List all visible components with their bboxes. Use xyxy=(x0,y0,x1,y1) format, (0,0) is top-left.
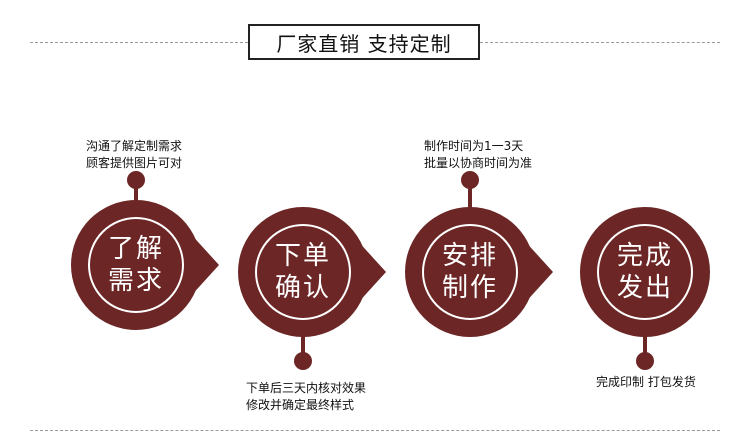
step-4-connector xyxy=(636,335,654,370)
top-right-dashed-line xyxy=(480,42,720,43)
top-left-dashed-line xyxy=(30,42,248,43)
step-2-note-line2: 修改并确定最终样式 xyxy=(246,398,355,412)
step-2-shape xyxy=(238,207,386,337)
step-1-note-line1: 沟通了解定制需求 xyxy=(86,139,183,153)
step-1-line2: 需求 xyxy=(107,266,164,296)
page-title: 厂家直销 支持定制 xyxy=(248,24,480,60)
step-3-shape xyxy=(405,207,553,337)
step-order-confirm: 下单 确认 xyxy=(238,207,386,337)
step-complete-ship: 完成 发出 xyxy=(580,207,720,337)
step-arrange-production: 安排 制作 xyxy=(405,207,553,337)
step-4-line1: 完成 xyxy=(616,241,673,271)
step-4-note: 完成印制 打包发货 xyxy=(596,374,696,391)
step-1-note-line2: 顾客提供图片可对 xyxy=(86,156,183,170)
bottom-dashed-line xyxy=(30,430,720,431)
step-2-line1: 下单 xyxy=(274,241,331,271)
step-1-note: 沟通了解定制需求 顾客提供图片可对 xyxy=(86,138,182,172)
step-1-line1: 了解 xyxy=(107,234,164,264)
step-3-note-line2: 批量以协商时间为准 xyxy=(424,156,533,170)
step-3-connector xyxy=(461,171,479,210)
step-2-line2: 确认 xyxy=(274,273,331,303)
step-1-label: 了解 需求 xyxy=(71,200,201,330)
step-4-shape xyxy=(580,207,710,337)
step-3-note: 制作时间为1一3天 批量以协商时间为准 xyxy=(424,138,532,172)
step-3-label: 安排 制作 xyxy=(405,207,535,337)
step-2-label: 下单 确认 xyxy=(238,207,368,337)
step-3-line2: 制作 xyxy=(441,273,498,303)
step-2-note: 下单后三天内核对效果 修改并确定最终样式 xyxy=(246,380,366,414)
step-4-line2: 发出 xyxy=(616,273,673,303)
step-3-note-line1: 制作时间为1一3天 xyxy=(424,139,524,153)
step-4-note-line1: 完成印制 打包发货 xyxy=(596,375,696,389)
step-1-connector xyxy=(127,171,145,204)
step-2-connector xyxy=(294,335,312,370)
step-understand-needs: 了解 需求 xyxy=(71,200,219,330)
step-4-label: 完成 发出 xyxy=(580,207,710,337)
step-2-note-line1: 下单后三天内核对效果 xyxy=(246,381,367,395)
step-1-shape xyxy=(71,200,219,330)
step-3-line1: 安排 xyxy=(441,241,498,271)
